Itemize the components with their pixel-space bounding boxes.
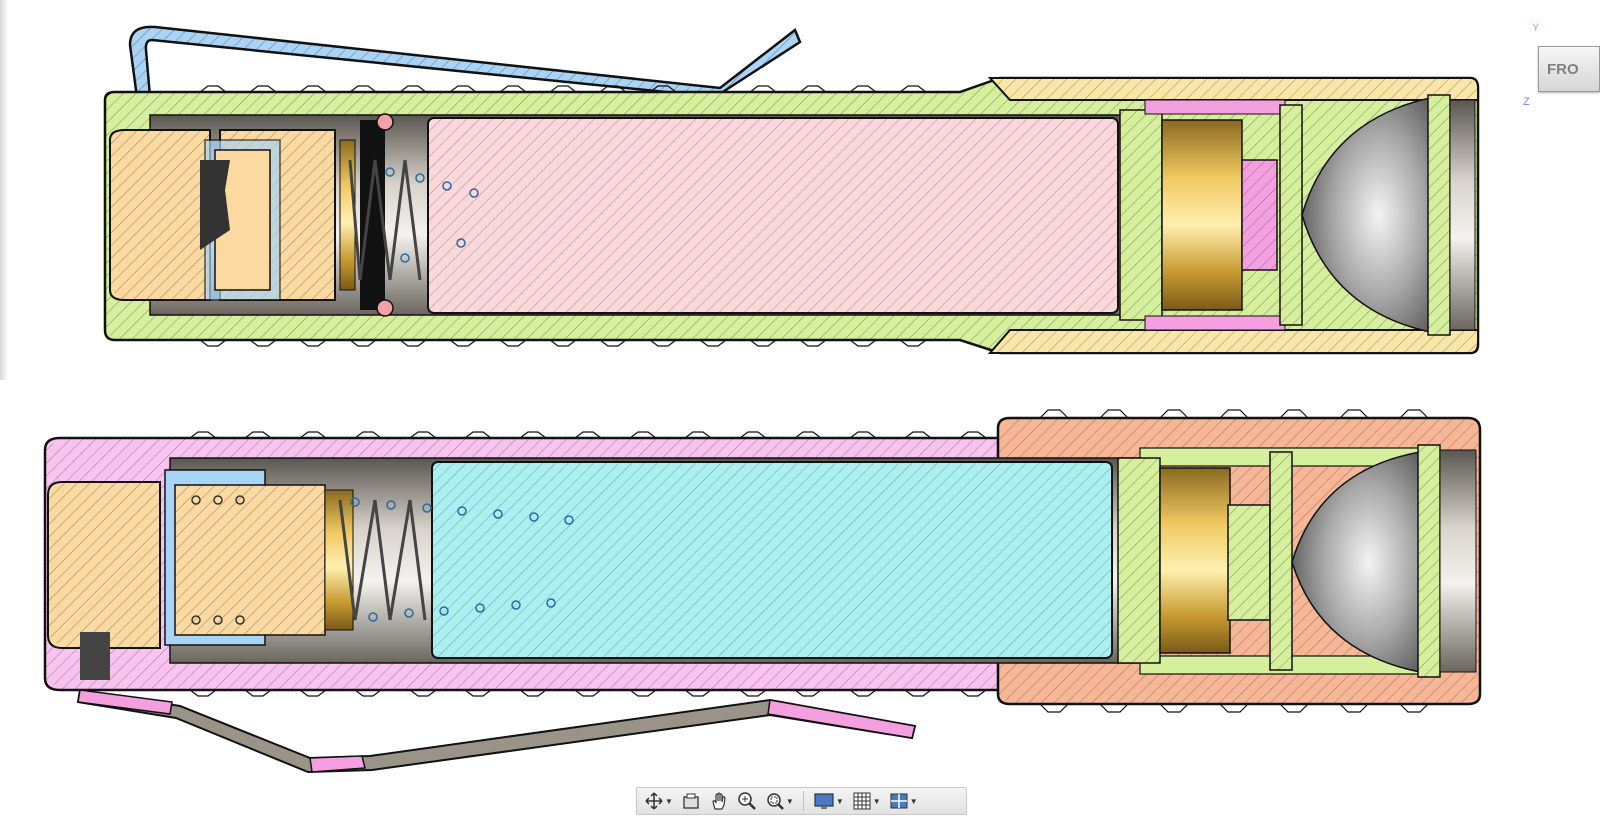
viewports-dropdown-caret[interactable]: ▼ xyxy=(909,796,918,806)
viewports-icon xyxy=(890,793,908,809)
bottom-flashlight-section xyxy=(43,409,1482,774)
view-cube-front-face[interactable]: FRO xyxy=(1538,46,1600,92)
zoom-window-icon xyxy=(738,792,756,810)
pocket-clip-bottom xyxy=(76,688,917,774)
zoom-window-button[interactable] xyxy=(734,789,760,813)
view-cube[interactable]: FRO xyxy=(1532,40,1600,100)
look-at-button[interactable] xyxy=(678,789,704,813)
display-settings-dropdown-caret[interactable]: ▼ xyxy=(835,796,844,806)
display-settings-button[interactable]: ▼ xyxy=(810,789,847,813)
left-panel-edge xyxy=(0,0,8,380)
toolbar-separator xyxy=(802,791,804,811)
fit-zoom-dropdown-caret[interactable]: ▼ xyxy=(785,796,794,806)
fit-zoom-icon xyxy=(767,793,784,810)
grid-dropdown-caret[interactable]: ▼ xyxy=(872,796,881,806)
viewports-button[interactable]: ▼ xyxy=(886,789,921,813)
tail-spring-bottom xyxy=(338,499,427,621)
grip-knurling-top xyxy=(199,85,927,347)
fit-zoom-button[interactable]: ▼ xyxy=(762,789,797,813)
orbit-icon xyxy=(645,792,663,810)
pan-hand-icon xyxy=(712,792,726,810)
display-settings-icon xyxy=(814,793,834,809)
pan-button[interactable] xyxy=(706,789,732,813)
orbit-dropdown-caret[interactable]: ▼ xyxy=(665,796,673,806)
look-at-icon xyxy=(683,793,699,809)
grid-button[interactable]: ▼ xyxy=(849,789,884,813)
top-flashlight-section xyxy=(103,25,1480,355)
view-toolbar: ▼ ▼ ▼ ▼ ▼ xyxy=(636,787,967,815)
axis-y-label: Y xyxy=(1532,22,1540,34)
axis-z-label: Z xyxy=(1523,96,1530,108)
tail-spring-top xyxy=(348,159,422,281)
orbit-button[interactable]: ▼ xyxy=(641,789,676,813)
grid-icon xyxy=(853,792,871,810)
grip-knurling-bottom xyxy=(189,409,1429,713)
